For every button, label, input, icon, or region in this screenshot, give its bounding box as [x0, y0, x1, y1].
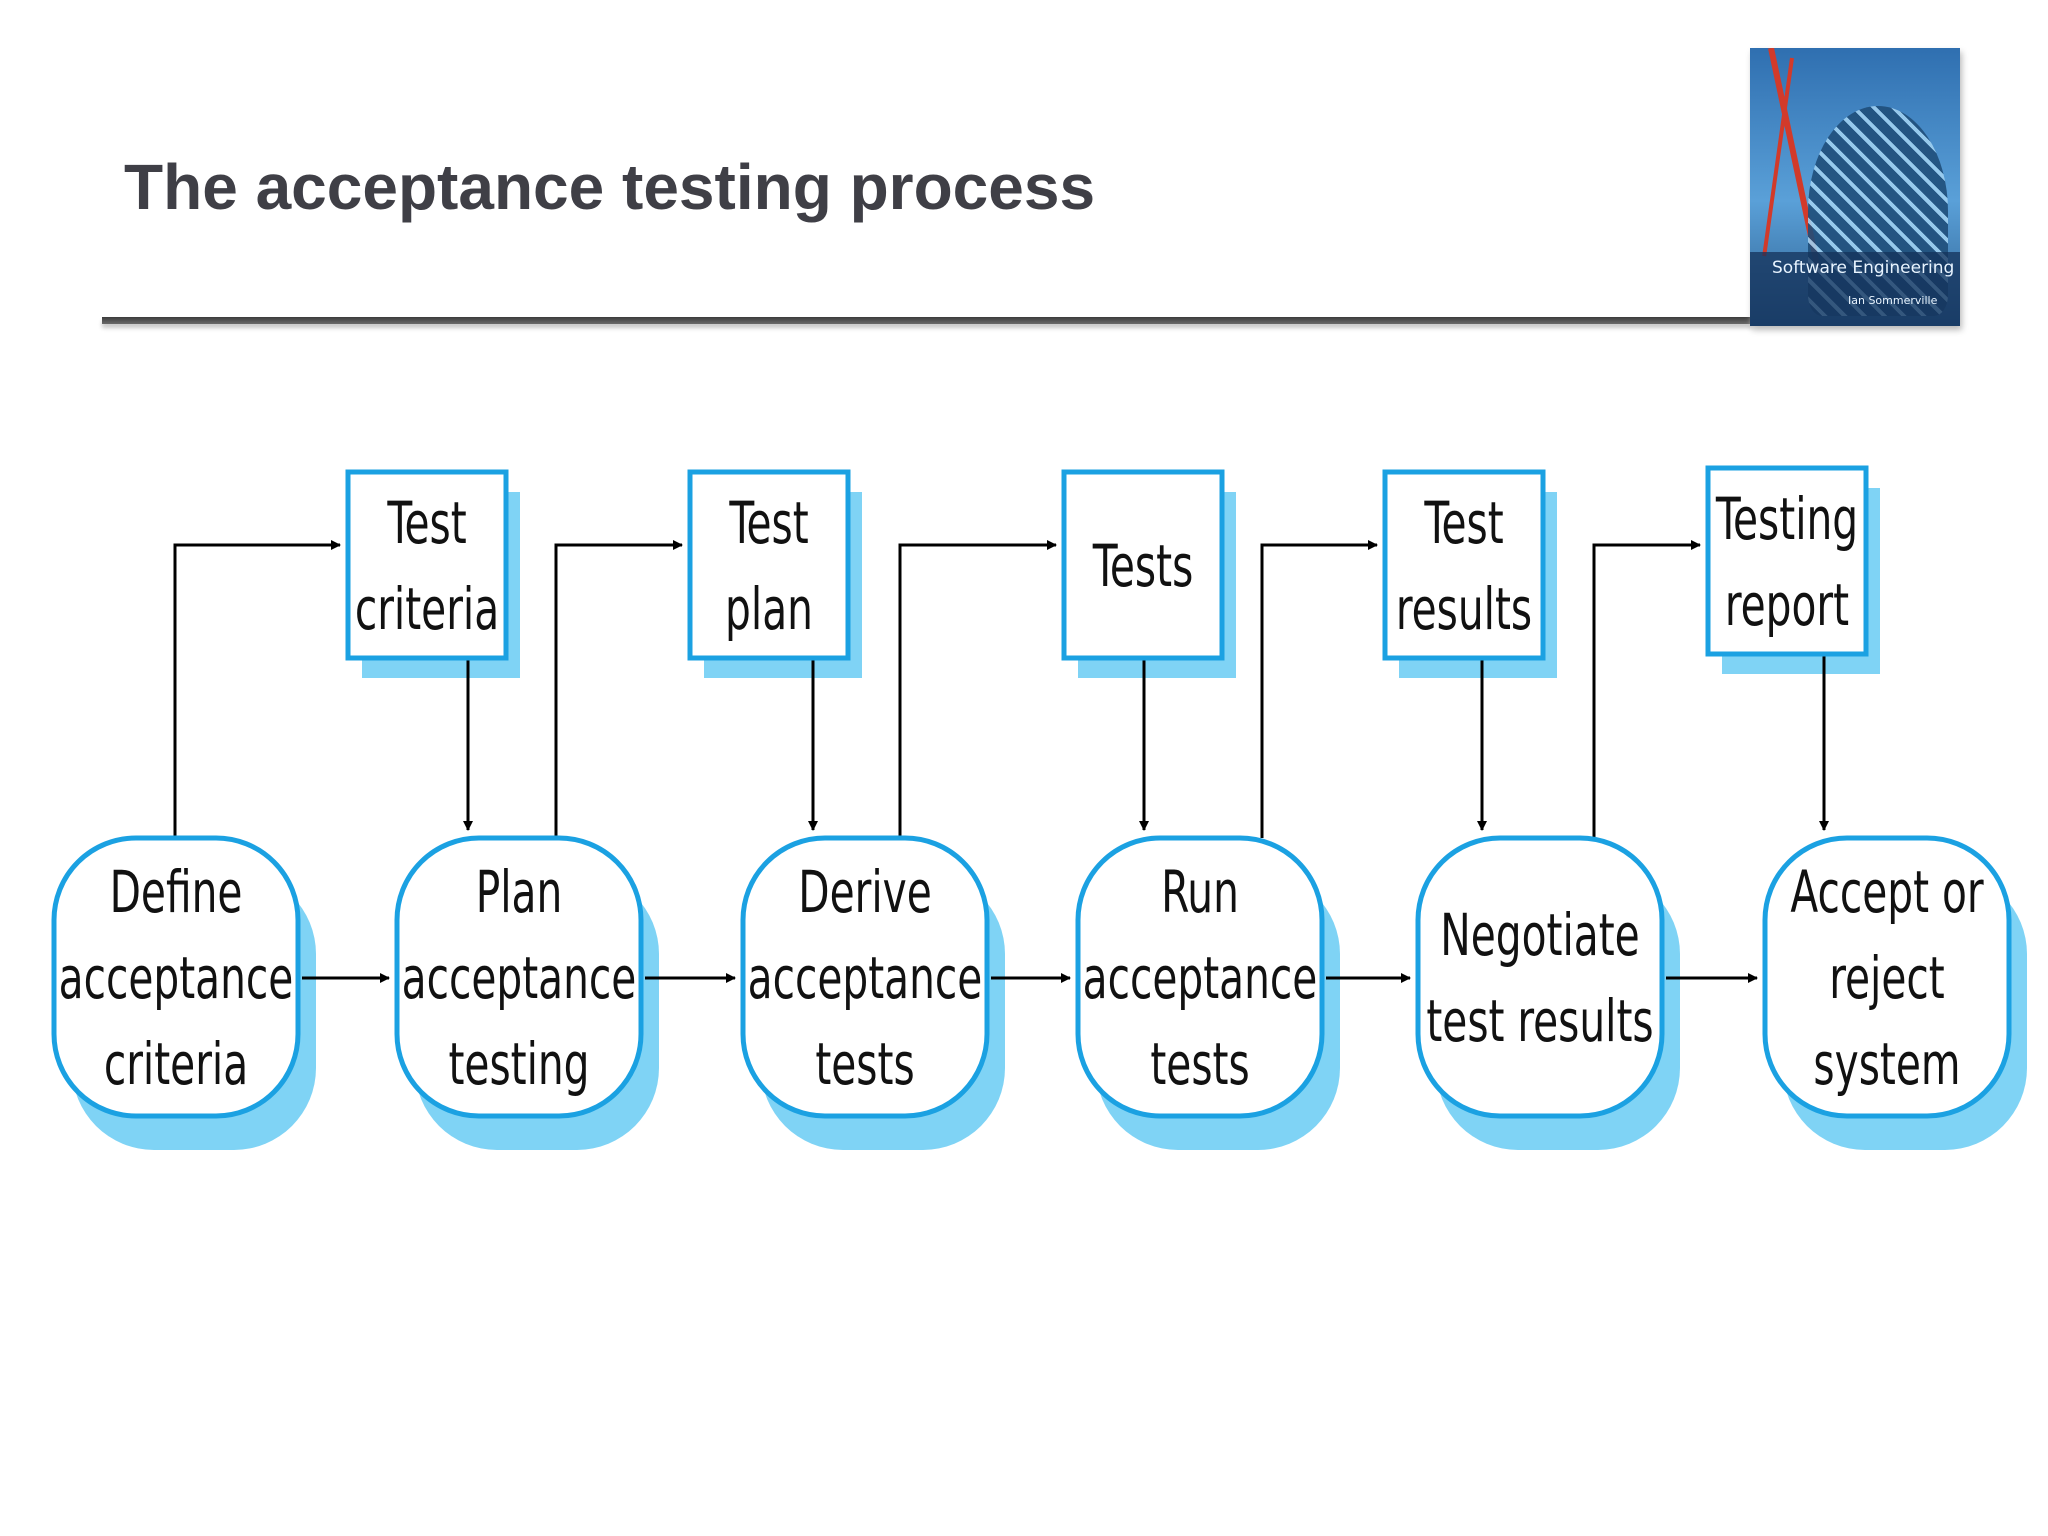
output-arrow — [1260, 540, 1378, 838]
activity-label-line: tests — [815, 1031, 914, 1098]
activity-box — [51, 835, 301, 1119]
activity-label-line: system — [1813, 1031, 1960, 1098]
activity-box — [740, 835, 990, 1119]
document-box — [687, 469, 851, 661]
activity-label-line: acceptance — [59, 945, 294, 1012]
activity-box — [394, 835, 644, 1119]
document-label-line: Tests — [1092, 533, 1193, 600]
activity-run-acceptance-tests: Run acceptance tests — [1075, 835, 1325, 1119]
activity-label-line: testing — [448, 1031, 589, 1098]
activity-label-line: acceptance — [748, 945, 983, 1012]
book-cover-image: Software Engineering Ian Sommerville — [1750, 48, 1960, 326]
page-title: The acceptance testing process — [124, 151, 1096, 223]
output-arrow — [173, 540, 341, 838]
output-arrow — [1592, 540, 1701, 838]
activity-label-line: acceptance — [1083, 945, 1318, 1012]
activity-label-line: reject — [1829, 945, 1944, 1012]
activity-label-line: acceptance — [402, 945, 637, 1012]
cover-band — [1750, 252, 1960, 326]
document-label-line: results — [1396, 576, 1532, 643]
activity-label-line: Plan — [476, 859, 563, 926]
activity-label-line: Run — [1161, 859, 1239, 926]
activity-derive-acceptance-tests: Derive acceptance tests — [740, 835, 990, 1119]
activity-label-line: tests — [1150, 1031, 1249, 1098]
activity-box — [1762, 835, 2012, 1119]
document-label-line: criteria — [355, 576, 499, 643]
document-tests: Tests — [1061, 469, 1225, 661]
activity-box — [1415, 835, 1665, 1119]
document-label-line: report — [1725, 572, 1849, 639]
activity-box — [1075, 835, 1325, 1119]
document-test-results: Test results — [1382, 469, 1546, 661]
cover-author: Ian Sommerville — [1848, 294, 1938, 307]
activity-label-line: Negotiate — [1440, 902, 1639, 969]
output-arrow — [554, 540, 683, 838]
title-divider — [102, 317, 1754, 324]
activity-label-line: Define — [110, 859, 243, 926]
activity-plan-acceptance-testing: Plan acceptance testing — [394, 835, 644, 1119]
document-label-line: Test — [1423, 490, 1503, 557]
activity-label-line: test results — [1426, 988, 1653, 1055]
document-testing-report: Testing report — [1705, 465, 1869, 657]
activity-label-line: Accept or — [1790, 859, 1984, 926]
document-test-plan: Test plan — [687, 469, 851, 661]
cover-title: Software Engineering — [1772, 258, 1955, 278]
document-label-line: Test — [386, 490, 466, 557]
document-label-line: Testing — [1715, 486, 1858, 553]
activity-define-acceptance-criteria: Define acceptance criteria — [51, 835, 301, 1119]
activity-label-line: criteria — [104, 1031, 248, 1098]
output-arrow — [898, 540, 1057, 838]
activity-accept-or-reject-system: Accept or reject system — [1762, 835, 2012, 1119]
document-label-line: Test — [728, 490, 808, 557]
document-test-criteria: Test criteria — [345, 469, 509, 661]
document-box — [1705, 465, 1869, 657]
document-box — [1061, 469, 1225, 661]
activity-negotiate-test-results: Negotiate test results — [1415, 835, 1665, 1119]
document-box — [1382, 469, 1546, 661]
document-label-line: plan — [725, 576, 813, 643]
activity-label-line: Derive — [798, 859, 932, 926]
document-box — [345, 469, 509, 661]
